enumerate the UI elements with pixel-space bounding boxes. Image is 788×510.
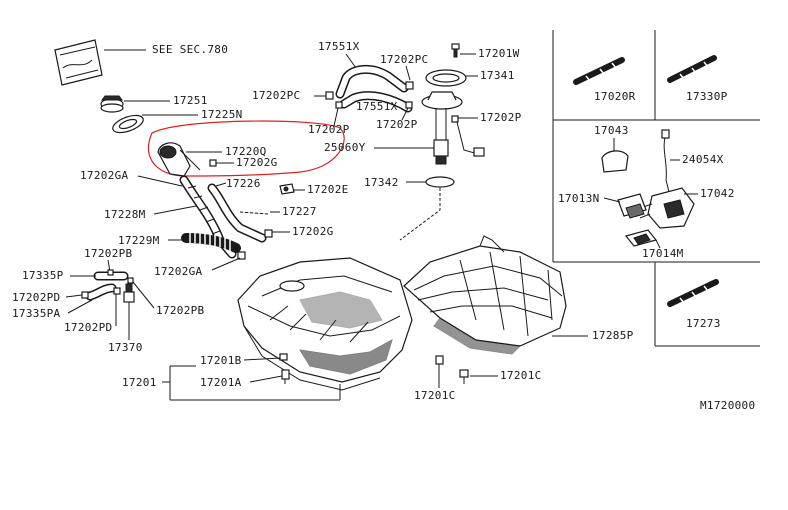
bolt-icon-17201W [451, 43, 460, 58]
label-17229M: 17229M [118, 234, 160, 247]
clamp-icon-17202PD-bottom [113, 287, 121, 295]
bolt-icon-17201C-right [459, 369, 469, 384]
clamp-icon-17202PC-top [405, 81, 414, 90]
label-17202PC-left: 17202PC [252, 89, 300, 102]
label-17225N: 17225N [201, 108, 243, 121]
label-17202PB-top: 17202PB [84, 247, 133, 260]
bolt-icon-17201C-left [435, 355, 444, 380]
label-17202PD-bottom: 17202PD [64, 321, 112, 334]
clamp-icon-17202P-left [335, 101, 343, 109]
label-25060Y: 25060Y [324, 141, 366, 154]
label-17201W: 17201W [478, 47, 520, 60]
label-17201C-bottom: 17201C [414, 389, 456, 402]
clamp-icon-17202P-right [451, 115, 459, 123]
strainer-icon-17043 [601, 150, 629, 173]
hose-icon-17335PA [81, 283, 117, 301]
corrugated-hose-icon-17227 [239, 209, 269, 217]
lock-ring-icon-17341 [425, 69, 467, 87]
label-17201A: 17201A [200, 376, 242, 389]
label-17201C-right: 17201C [500, 369, 542, 382]
clamp-icon-17202PB-right [127, 277, 134, 284]
label-17226: 17226 [226, 177, 261, 190]
label-17330P: 17330P [686, 90, 728, 103]
label-24054X: 24054X [682, 153, 724, 166]
label-17220Q: 17220Q [225, 145, 267, 158]
label-17370: 17370 [108, 341, 143, 354]
fuel-cap-icon [100, 95, 124, 113]
hose-icon-17330P [667, 55, 717, 83]
clamp-icon-17202PC-left [325, 91, 334, 100]
label-17013N: 17013N [558, 192, 600, 205]
label-17202P-right: 17202P [480, 111, 522, 124]
label-17251: 17251 [173, 94, 208, 107]
clip-icon-17202E [279, 183, 295, 195]
label-17202P-mid: 17202P [376, 118, 418, 131]
bolt-icon-17201B [279, 353, 288, 361]
label-17202G-right: 17202G [292, 225, 334, 238]
label-17202G-top: 17202G [236, 156, 278, 169]
bracket-icon-17013N [617, 193, 647, 219]
hose-icon-17020R [573, 57, 625, 85]
label-17551X-top: 17551X [318, 40, 360, 53]
wire-harness-icon-24054X [661, 129, 671, 197]
label-17285P: 17285P [592, 329, 634, 342]
label-17202P-left: 17202P [308, 123, 350, 136]
label-17201: 17201 [122, 376, 157, 389]
clamp-icon-17202G-top [209, 159, 217, 167]
clamp-icon-17202P-mid [405, 101, 413, 109]
label-17202PB-right: 17202PB [156, 304, 205, 317]
filler-neck-icon [157, 142, 201, 177]
label-17043: 17043 [594, 124, 629, 137]
label-17201B: 17201B [200, 354, 242, 367]
label-17228M: 17228M [104, 208, 146, 221]
corrugated-hose-icon-17229M [181, 233, 241, 253]
pump-gasket-icon-17342 [425, 176, 455, 188]
fuel-pump-icon-17042 [639, 187, 695, 229]
label-17042: 17042 [700, 187, 735, 200]
label-17273: 17273 [686, 317, 721, 330]
label-17020R: 17020R [594, 90, 636, 103]
label-17202GA-bottom: 17202GA [154, 265, 203, 278]
pump-bracket-icon-17014M [624, 229, 658, 247]
label-17202PC-top: 17202PC [380, 53, 428, 66]
filler-gasket-icon [112, 114, 144, 134]
label-17341: 17341 [480, 69, 515, 82]
tank-protector-icon-17285P [403, 235, 567, 355]
return-hose-icon-17335P [93, 269, 129, 281]
see-section-book-icon [54, 39, 103, 86]
hose-icon-17273 [667, 279, 719, 307]
bolt-icon-17201A [281, 369, 290, 384]
inset-frames [552, 30, 760, 347]
fuel-tank-icon [237, 257, 413, 391]
check-valve-icon-17370 [123, 283, 135, 303]
label-17014M: 17014M [642, 247, 684, 260]
vent-pipe-icon-17551X [335, 65, 413, 113]
label-17342: 17342 [364, 176, 399, 189]
label-17335P: 17335P [22, 269, 64, 282]
label-17227: 17227 [282, 205, 317, 218]
label-17202PD-top: 17202PD [12, 291, 60, 304]
label-17202GA-left: 17202GA [80, 169, 129, 182]
label-17202E: 17202E [307, 183, 349, 196]
clamp-icon-17202GA-bottom [237, 251, 246, 260]
vent-hose-icon [207, 183, 267, 243]
label-see-sec: SEE SEC.780 [152, 43, 228, 56]
label-17335PA: 17335PA [12, 307, 61, 320]
label-17551X-mid: 17551X [356, 100, 398, 113]
diagram-code: M1720000 [700, 399, 755, 412]
fuel-pump-assembly-icon [421, 91, 485, 165]
clamp-icon-17202G-right [264, 229, 273, 238]
